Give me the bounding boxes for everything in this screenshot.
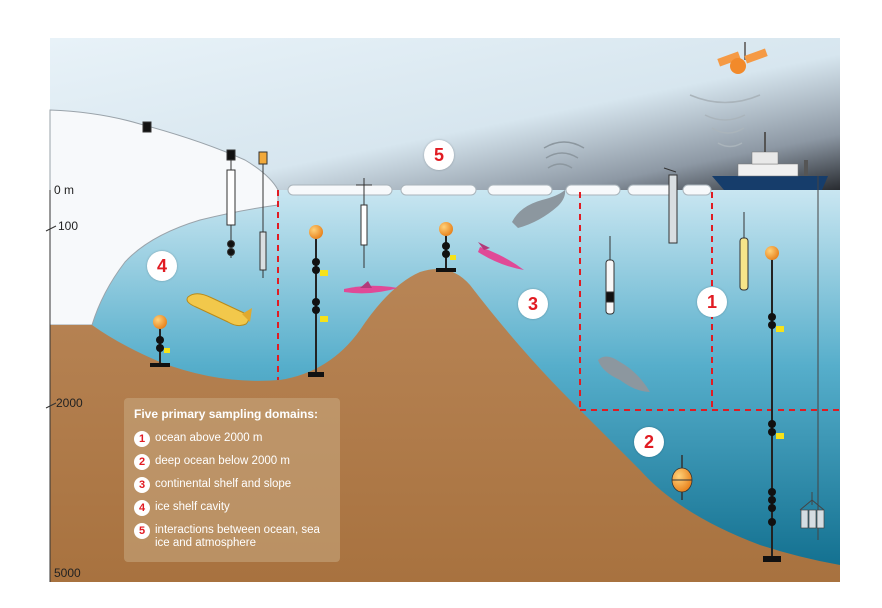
sea-ice-floes (288, 185, 711, 195)
legend-text: deep ocean below 2000 m (155, 454, 290, 468)
legend-number: 3 (134, 477, 150, 493)
legend: Five primary sampling domains: 1 ocean ab… (124, 398, 340, 562)
legend-number: 4 (134, 500, 150, 516)
domain-badge-3: 3 (518, 289, 548, 319)
legend-text: continental shelf and slope (155, 477, 291, 491)
legend-item: 5 interactions between ocean, sea ice and… (134, 523, 330, 550)
legend-number: 5 (134, 523, 150, 539)
depth-label-2000: 2000 (56, 396, 83, 410)
legend-text: interactions between ocean, sea ice and … (155, 523, 330, 550)
domain-badge-4: 4 (147, 251, 177, 281)
legend-text: ocean above 2000 m (155, 431, 262, 445)
domain-badge-2: 2 (634, 427, 664, 457)
legend-item: 3 continental shelf and slope (134, 477, 291, 493)
legend-item: 2 deep ocean below 2000 m (134, 454, 290, 470)
depth-label-100: 100 (58, 219, 78, 233)
depth-label-0m: 0 m (54, 183, 74, 197)
legend-number: 1 (134, 431, 150, 447)
legend-number: 2 (134, 454, 150, 470)
domain-badge-1: 1 (697, 287, 727, 317)
depth-label-5000: 5000 (54, 566, 81, 580)
legend-text: ice shelf cavity (155, 500, 230, 514)
legend-item: 1 ocean above 2000 m (134, 431, 262, 447)
legend-title: Five primary sampling domains: (134, 407, 318, 421)
domain-badge-5: 5 (424, 140, 454, 170)
legend-item: 4 ice shelf cavity (134, 500, 230, 516)
